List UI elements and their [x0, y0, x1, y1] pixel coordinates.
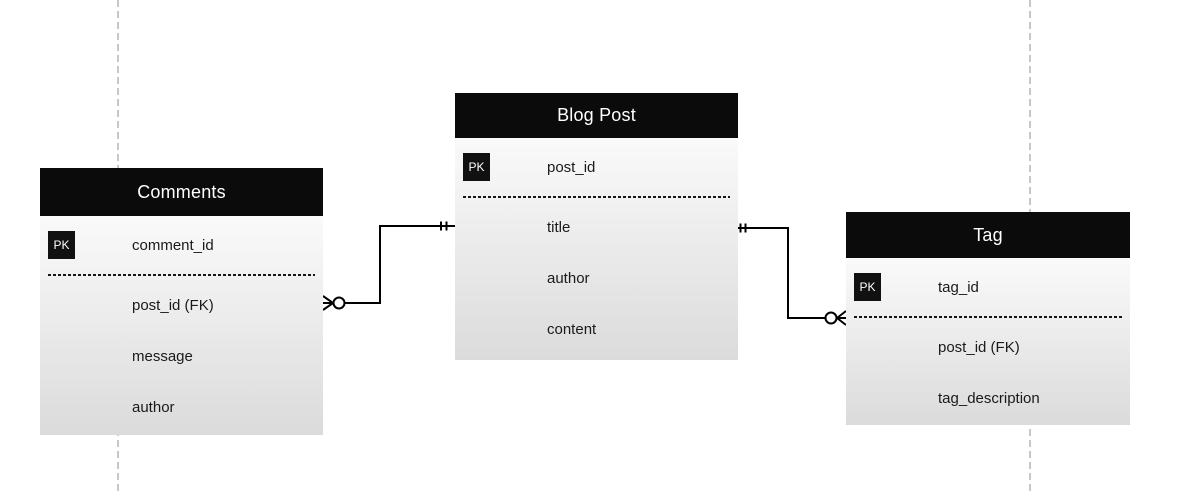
- field-label: author: [547, 270, 590, 287]
- table-body: PK post_id title author content: [455, 138, 738, 360]
- table-title: Blog Post: [455, 93, 738, 138]
- entity-table-comments[interactable]: Comments PK comment_id post_id (FK) mess…: [40, 168, 323, 435]
- connector-line[interactable]: [737, 227, 826, 319]
- table-row: PK tag_id: [846, 258, 1130, 316]
- connector-comments-blogpost[interactable]: [322, 221, 455, 311]
- table-row: PK comment_id: [40, 216, 323, 274]
- table-title: Comments: [40, 168, 323, 216]
- pk-badge: PK: [463, 153, 490, 181]
- connector-blogpost-tag[interactable]: [737, 223, 847, 326]
- field-label: content: [547, 321, 597, 338]
- table-body: PK comment_id post_id (FK) message autho…: [40, 216, 323, 435]
- table-row: message: [40, 331, 323, 382]
- zero-circle-icon: [332, 296, 346, 310]
- entity-table-blog-post[interactable]: Blog Post PK post_id title author conten…: [455, 93, 738, 360]
- zero-circle-icon: [824, 311, 838, 325]
- table-row: author: [455, 253, 738, 304]
- table-row: title: [455, 202, 738, 253]
- table-body: PK tag_id post_id (FK) tag_description: [846, 258, 1130, 425]
- field-label: post_id (FK): [938, 339, 1020, 356]
- field-label: title: [547, 219, 571, 236]
- table-row: PK post_id: [455, 138, 738, 196]
- table-row: post_id (FK): [40, 280, 323, 331]
- field-label: message: [132, 348, 193, 365]
- table-row: content: [455, 304, 738, 355]
- field-label: post_id: [547, 158, 596, 176]
- exactly-one-ticks-icon: [739, 223, 747, 233]
- pk-divider: [854, 316, 1122, 318]
- field-label: comment_id: [132, 236, 214, 254]
- table-row: post_id (FK): [846, 322, 1130, 373]
- crow-foot-many-icon: [322, 295, 334, 311]
- table-row: tag_description: [846, 373, 1130, 424]
- exactly-one-ticks-icon: [440, 221, 448, 231]
- connector-line[interactable]: [344, 225, 455, 304]
- pk-badge: PK: [854, 273, 881, 301]
- field-label: post_id (FK): [132, 297, 214, 314]
- entity-table-tag[interactable]: Tag PK tag_id post_id (FK) tag_descripti…: [846, 212, 1130, 425]
- table-title: Tag: [846, 212, 1130, 258]
- table-row: author: [40, 382, 323, 433]
- pk-divider: [48, 274, 315, 276]
- field-label: tag_id: [938, 278, 979, 296]
- crow-foot-many-icon: [836, 310, 847, 326]
- pk-divider: [463, 196, 730, 198]
- field-label: author: [132, 399, 175, 416]
- field-label: tag_description: [938, 390, 1040, 407]
- pk-badge: PK: [48, 231, 75, 259]
